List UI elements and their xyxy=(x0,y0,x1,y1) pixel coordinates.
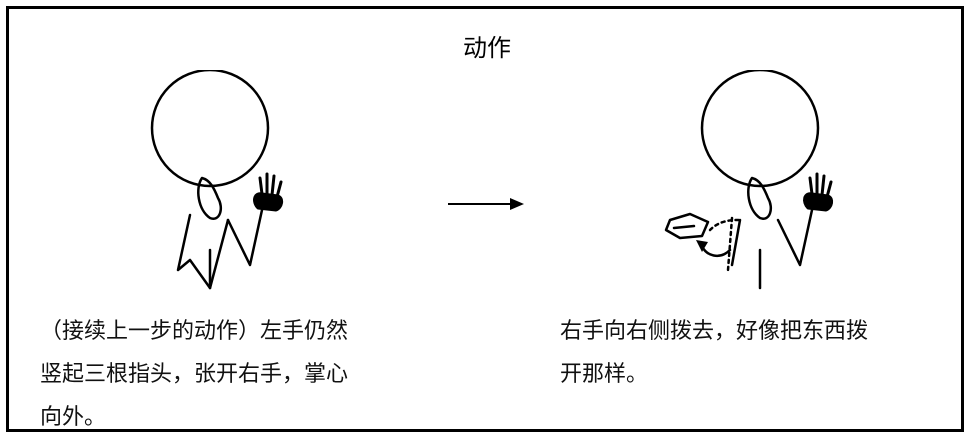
caption-line: 竖起三根指头，张开右手，掌心 xyxy=(40,362,349,387)
left-hand-icon xyxy=(197,176,222,220)
right-arrow-icon xyxy=(448,198,524,210)
head-icon xyxy=(150,70,270,188)
torso-icon xyxy=(176,213,230,290)
caption-line: （接续上一步的动作）左手仍然 xyxy=(40,319,349,344)
torso-icon xyxy=(776,208,814,267)
diagram-title: 动作 xyxy=(463,34,511,62)
diagram-frame xyxy=(6,6,964,432)
figure-step-1 xyxy=(150,70,284,290)
right-hand-icon xyxy=(803,172,834,212)
caption-line: 向外。 xyxy=(40,405,107,430)
head-icon xyxy=(700,70,820,188)
caption-line: 右手向右侧拨去，好像把东西拨 xyxy=(560,319,869,344)
caption-step-1: （接续上一步的动作）左手仍然 竖起三根指头，张开右手，掌心 向外。 xyxy=(40,310,460,439)
caption-step-2: 右手向右侧拨去，好像把东西拨 开那样。 xyxy=(560,310,960,396)
figure-step-2 xyxy=(664,70,834,290)
pushing-hand-icon xyxy=(664,212,710,240)
right-hand-icon xyxy=(253,172,284,212)
caption-line: 开那样。 xyxy=(560,362,649,387)
left-hand-icon xyxy=(747,176,772,220)
